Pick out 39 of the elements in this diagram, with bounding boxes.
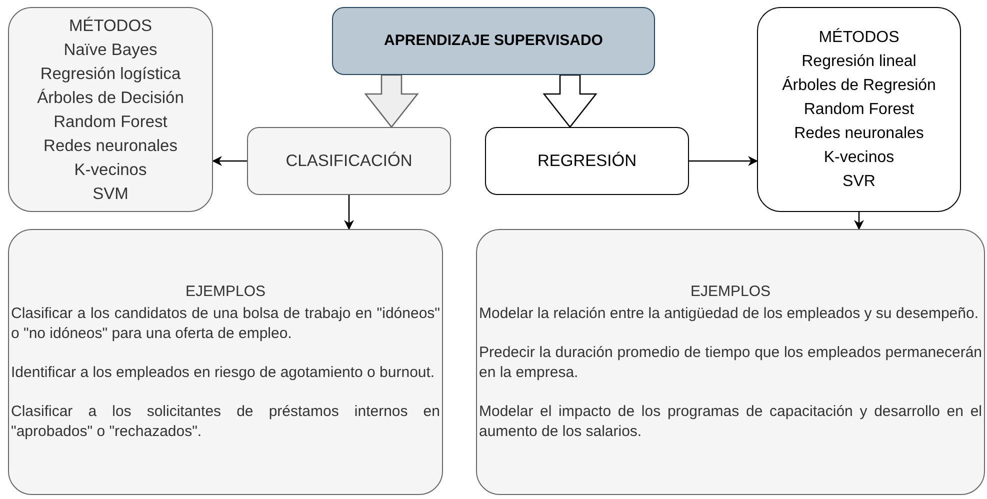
methods-box bbox=[8, 7, 213, 212]
examples-box bbox=[8, 229, 443, 495]
category-label: CLASIFICACIÓN bbox=[286, 150, 412, 172]
method-item: Redes neuronales bbox=[794, 124, 924, 144]
arrow bbox=[854, 212, 864, 230]
example-text: Clasificar a los candidatos de una bolsa de trabajo en "idóneos" o "no idóneos" para una oferta de empleo. bbox=[11, 304, 440, 344]
category-box bbox=[247, 127, 451, 195]
method-item: Naïve Bayes bbox=[64, 40, 158, 60]
arrow bbox=[212, 156, 247, 166]
title-text: APRENDIZAJE SUPERVISADO bbox=[384, 30, 603, 51]
arrow bbox=[689, 156, 758, 166]
example-text: Modelar la relación entre la antigüedad de los empleados y su desempeño. bbox=[479, 304, 980, 324]
arrow bbox=[344, 195, 354, 230]
method-item: Random Forest bbox=[804, 100, 914, 120]
method-item: SVR bbox=[842, 172, 876, 192]
heading: EJEMPLOS bbox=[184, 282, 267, 302]
method-item: Árboles de Decisión bbox=[37, 88, 184, 108]
method-item: Regresión lineal bbox=[802, 52, 916, 72]
category-box bbox=[485, 127, 689, 195]
method-item: K-vecinos bbox=[74, 160, 147, 180]
title-box bbox=[332, 7, 655, 75]
examples-box bbox=[476, 229, 985, 495]
method-item: SVM bbox=[92, 184, 128, 204]
method-item: K-vecinos bbox=[824, 148, 894, 168]
heading: EJEMPLOS bbox=[689, 282, 772, 302]
example-text: Clasificar a los solicitantes de préstamos internos en "aprobados" o "rechazados". bbox=[11, 402, 440, 442]
category-label: REGRESIÓN bbox=[537, 150, 637, 172]
block-arrow bbox=[542, 74, 598, 128]
methods-box bbox=[757, 7, 961, 212]
block-arrow bbox=[364, 74, 419, 128]
method-item: Random Forest bbox=[54, 112, 168, 132]
method-item: Árboles de Regresión bbox=[782, 75, 936, 96]
method-item: Regresión logística bbox=[40, 64, 181, 84]
example-text: Identificar a los empleados en riesgo de agotamiento o burnout. bbox=[11, 363, 436, 383]
example-text: Modelar el impacto de los programas de capacitación y desarrollo en el aumento de los salarios. bbox=[479, 402, 982, 442]
heading: MÉTODOS bbox=[68, 16, 152, 36]
heading: MÉTODOS bbox=[818, 27, 900, 48]
method-item: Redes neuronales bbox=[44, 136, 178, 156]
example-text: Predecir la duración promedio de tiempo que los empleados permanecerán en la empresa. bbox=[479, 343, 982, 383]
